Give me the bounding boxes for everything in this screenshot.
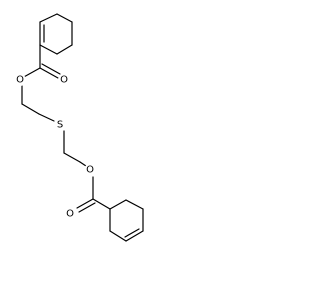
atom-sulfur: S (54, 119, 66, 131)
ring-bond (109, 199, 127, 210)
atom-label-o: O (16, 75, 24, 86)
ring-bond (56, 13, 73, 23)
ring-bond (125, 199, 144, 210)
structure-diagram: O O S O O (14, 13, 144, 242)
chain-bond-to-oxygen (79, 161, 87, 167)
ring-bond (39, 44, 58, 55)
carbonyl-double-bond (76, 198, 94, 209)
carbonyl-double-bond-inner (41, 63, 61, 75)
atom-label-o: O (86, 165, 94, 176)
ring-double-bond-inner (124, 228, 140, 238)
chain-bond (21, 103, 40, 115)
ring-bond (39, 13, 58, 23)
atom-label-o: O (60, 75, 68, 86)
atom-bottom-carbonyl-oxygen: O (64, 208, 76, 220)
carbonyl-to-ring-bond (92, 198, 111, 210)
ester-single-bond (21, 67, 41, 79)
atom-top-carbonyl-oxygen: O (58, 74, 70, 86)
atom-top-ester-oxygen: O (14, 74, 26, 86)
atom-label-o: O (66, 209, 74, 220)
chain-bond (63, 152, 81, 163)
carbonyl-double-bond-inner (78, 202, 96, 213)
bottom-ester-group (76, 176, 111, 213)
ring-double-bond (125, 230, 144, 242)
ring-bond (56, 44, 73, 55)
top-ester-group (21, 44, 61, 105)
chain-bond-to-sulfur (38, 113, 55, 122)
atom-label-s: S (57, 120, 63, 131)
ring-bond (109, 230, 127, 242)
thioether-chain (21, 103, 87, 167)
bottom-cyclohexene-ring (109, 199, 144, 242)
top-cyclohexene-ring (39, 13, 73, 55)
atom-bottom-ester-oxygen: O (84, 164, 96, 176)
carbonyl-double-bond (39, 67, 59, 79)
